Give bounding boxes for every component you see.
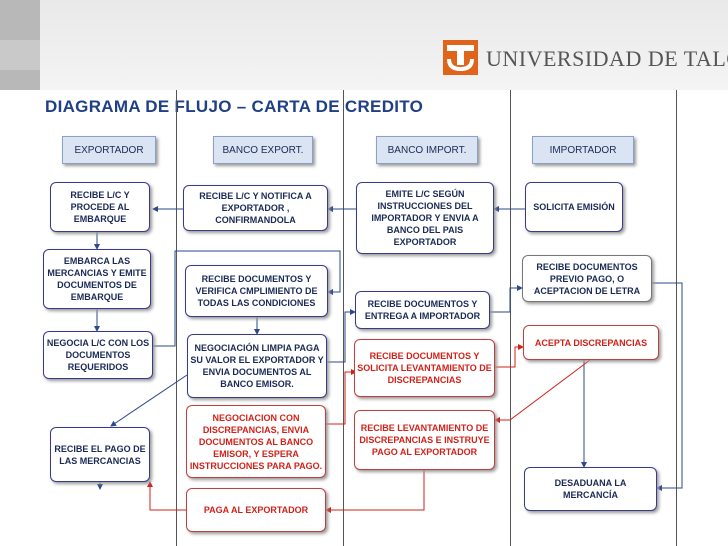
step-embarca-mercancias: EMBARCA LAS MERCANCIAS Y EMITE DOCUMENTO…	[43, 249, 151, 309]
arrow-solicita-acepta	[495, 344, 524, 368]
arrow-discrepancias-solicita	[326, 369, 357, 425]
step-recibe-documentos-solicita: RECIBE DOCUMENTOS Y SOLICITA LEVANTAMIEN…	[354, 339, 495, 397]
step-recibe-levantamiento: RECIBE LEVANTAMIENTO DE DISCREPANCIAS E …	[354, 410, 495, 470]
step-acepta-discrepancias: ACEPTA DISCREPANCIAS	[523, 325, 659, 360]
arrow-limpia-entrega	[327, 309, 356, 363]
step-negociacion-limpia: NEGOCIACIÓN LIMPIA PAGA SU VALOR EL EXPO…	[187, 334, 327, 398]
arrow-paga-exportador	[147, 481, 186, 511]
step-emite-lc: EMITE L/C SEGÚN INSTRUCCIONES DEL IMPORT…	[356, 182, 494, 254]
lane-header-banco-import: BANCO IMPORT.	[376, 136, 478, 164]
lane-header-importador: IMPORTADOR	[532, 136, 634, 164]
step-negocia-lc: NEGOCIA L/C CON LOS DOCUMENTOS REQUERIDO…	[43, 331, 153, 379]
arrow-negocia-verifica	[153, 250, 341, 347]
step-recibe-documentos-verifica: RECIBE DOCUMENTOS Y VERIFICA CMPLIMIENTO…	[185, 265, 328, 317]
step-solicita-emision: SOLICITA EMISIÓN	[525, 182, 623, 232]
step-recibe-lc-procede: RECIBE L/C Y PROCEDE AL EMBARQUE	[50, 182, 150, 232]
step-recibe-documentos-entrega: RECIBE DOCUMENTOS Y ENTREGA A IMPORTADOR	[355, 291, 490, 329]
arrow-previo-desaduana	[652, 282, 683, 491]
lane-header-banco-export: BANCO EXPORT.	[213, 136, 313, 164]
lane-header-exportador: EXPORTADOR	[62, 136, 156, 164]
lane-divider	[343, 90, 344, 546]
university-logo-icon	[443, 40, 478, 75]
header-decor-inner	[0, 40, 40, 70]
arrow-levantamiento-paga	[325, 470, 425, 513]
lane-divider	[676, 90, 677, 546]
step-paga-exportador: PAGA AL EXPORTADOR	[186, 488, 326, 532]
arrow-entrega-previo	[490, 285, 523, 313]
header-band	[0, 0, 728, 90]
step-recibe-lc-notifica: RECIBE L/C Y NOTIFICA A EXPORTADOR , CON…	[183, 185, 328, 231]
page-title: DIAGRAMA DE FLUJO – CARTA DE CREDITO	[45, 97, 424, 116]
step-recibe-pago: RECIBE EL PAGO DE LAS MERCANCIAS	[50, 427, 150, 482]
step-desaduana: DESADUANA LA MERCANCÍA	[524, 467, 657, 511]
arrow-acepta-levantamiento	[494, 359, 591, 423]
lane-divider	[510, 90, 511, 546]
lane-divider	[176, 90, 177, 546]
brand-name: UNIVERSIDAD DE TALCA	[486, 46, 728, 71]
step-recibe-documentos-previo: RECIBE DOCUMENTOS PREVIO PAGO, O ACEPTAC…	[522, 255, 652, 302]
arrow-limpia-pago	[110, 374, 188, 427]
step-negociacion-con-discrepancias: NEGOCIACION CON DISCREPANCIAS, ENVIA DOC…	[186, 405, 326, 478]
